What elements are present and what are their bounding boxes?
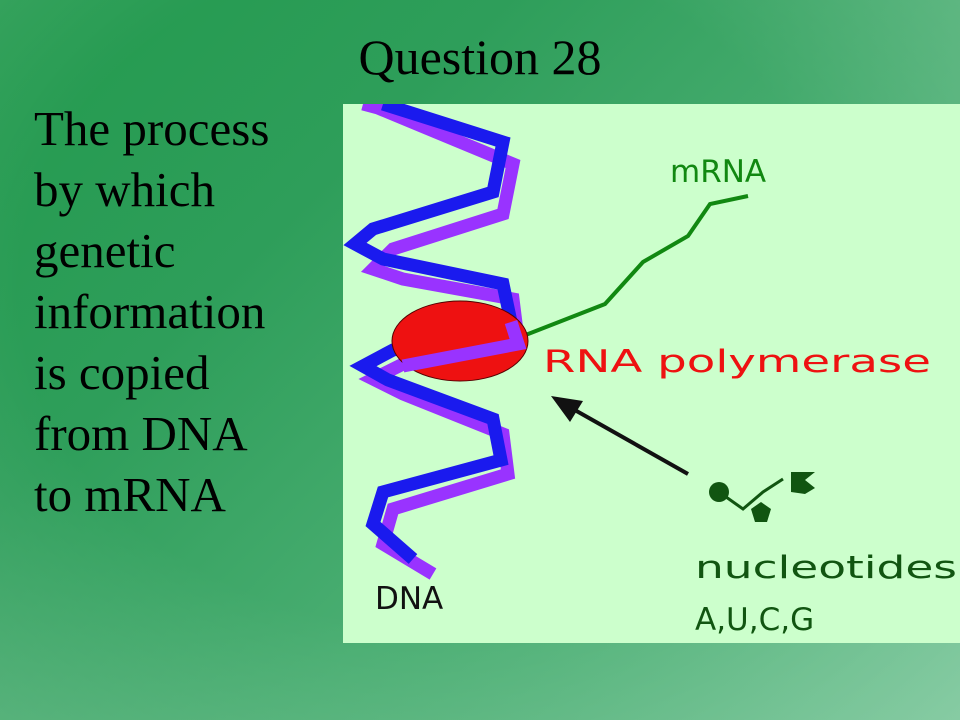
mrna-label: mRNA — [670, 154, 766, 190]
question-text: The process by which genetic information… — [34, 98, 334, 525]
dna-label: DNA — [375, 581, 443, 617]
question-line: by which — [34, 162, 215, 217]
dna-strand-front — [401, 320, 527, 373]
rna-polymerase-label: RNA polymerase — [543, 344, 931, 380]
mrna-strand — [522, 194, 749, 338]
nucleotide-arrow-shaft — [572, 407, 689, 476]
question-line: genetic — [34, 223, 176, 278]
nucleotide-arrow-head — [551, 396, 583, 422]
nucleotide-flag-icon — [791, 472, 815, 494]
question-line: The process — [34, 101, 270, 156]
question-line: from DNA — [34, 406, 248, 461]
transcription-diagram: mRNA RNA polymerase nucleotides A,U,C,G … — [343, 104, 960, 643]
diagram-canvas: mRNA RNA polymerase nucleotides A,U,C,G … — [343, 104, 957, 638]
nucleotides-label: nucleotides — [695, 550, 957, 586]
slide-title: Question 28 — [358, 29, 602, 85]
question-line: information — [34, 284, 266, 339]
nucleotide-pentagon-icon — [751, 502, 771, 522]
nucleotide-link-icon — [718, 477, 784, 511]
question-line: to mRNA — [34, 467, 226, 522]
question-line: is copied — [34, 345, 210, 400]
nucleotide-bases-label: A,U,C,G — [695, 602, 814, 638]
